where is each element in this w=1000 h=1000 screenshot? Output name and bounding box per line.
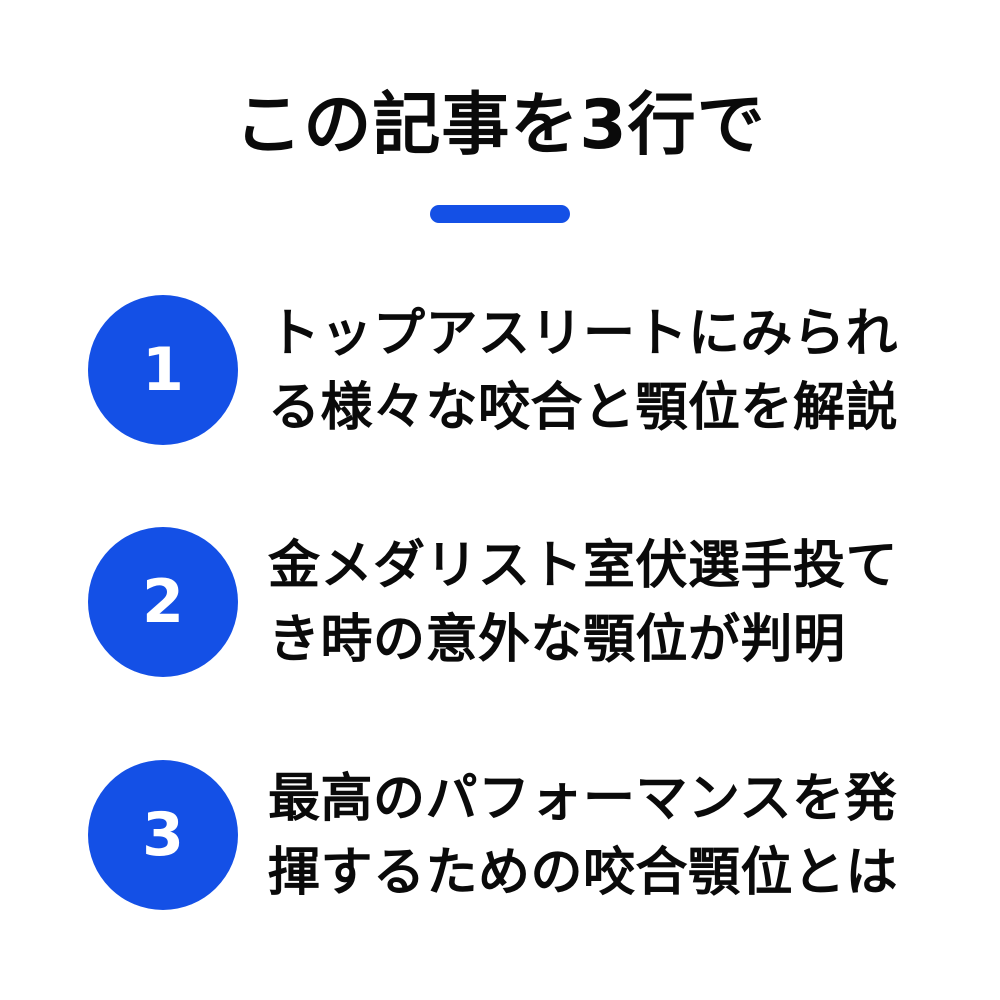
summary-point-2-line-2: き時の意外な顎位が判明 xyxy=(268,610,846,670)
summary-point-1-line-1: トップアスリートにみられ xyxy=(268,304,899,364)
summary-point-2-text: 金メダリスト室伏選手投て き時の意外な顎位が判明 xyxy=(268,529,948,677)
summary-point-1-line-2: る様々な咬合と顎位を解説 xyxy=(268,378,899,438)
page-title: この記事を3行で xyxy=(234,86,766,165)
summary-point-1: 1 トップアスリートにみられ る様々な咬合と顎位を解説 xyxy=(88,295,948,445)
number-badge-2: 2 xyxy=(88,527,238,677)
title-underline-accent xyxy=(430,205,570,223)
summary-point-3-line-2: 揮するための咬合顎位とは xyxy=(268,843,899,903)
number-badge-1: 1 xyxy=(88,295,238,445)
summary-point-2-line-1: 金メダリスト室伏選手投て xyxy=(268,536,899,596)
summary-point-3-text: 最高のパフォーマンスを発 揮するための咬合顎位とは xyxy=(268,762,948,910)
summary-point-1-text: トップアスリートにみられ る様々な咬合と顎位を解説 xyxy=(268,297,948,445)
number-badge-3: 3 xyxy=(88,760,238,910)
summary-point-3-line-1: 最高のパフォーマンスを発 xyxy=(268,769,897,829)
summary-point-3: 3 最高のパフォーマンスを発 揮するための咬合顎位とは xyxy=(88,760,948,910)
summary-point-2: 2 金メダリスト室伏選手投て き時の意外な顎位が判明 xyxy=(88,527,948,677)
